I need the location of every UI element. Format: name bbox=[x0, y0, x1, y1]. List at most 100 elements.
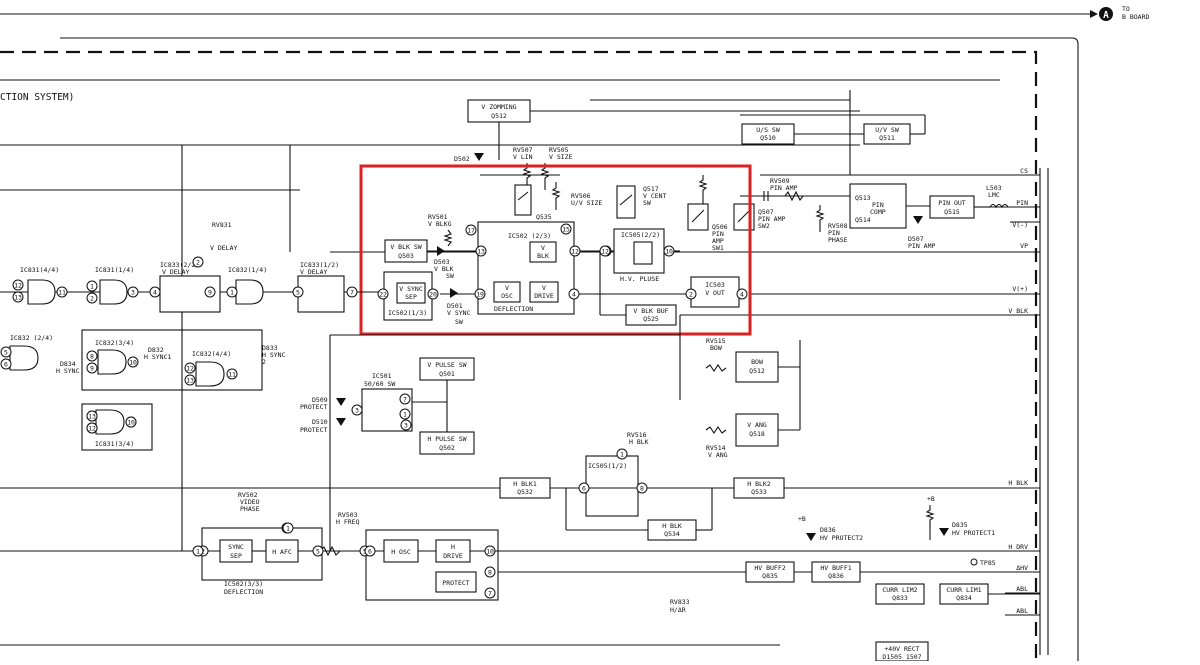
signal-label: ABL bbox=[1016, 585, 1028, 593]
component-label: D510 bbox=[312, 418, 328, 426]
pin-bubble bbox=[86, 350, 98, 362]
component-label: D502 bbox=[454, 155, 470, 163]
component-label: D836 bbox=[820, 526, 836, 534]
block-label: V DELAY bbox=[162, 268, 189, 276]
component-label: Q535 bbox=[536, 213, 552, 221]
ic831-34-gate: IC831(3/4) bbox=[81, 403, 153, 451]
hv-buff1-block: HV BUFF1 Q836 bbox=[811, 561, 861, 583]
h-osc-frame bbox=[365, 529, 499, 601]
component-label: PROTECT bbox=[300, 403, 327, 411]
resistor-icon bbox=[522, 163, 532, 190]
component-label: D834 bbox=[60, 360, 76, 368]
bow-block: BOW Q512 bbox=[735, 351, 779, 383]
block-label: H AFC bbox=[272, 548, 292, 556]
pin-bubble bbox=[86, 280, 98, 292]
block-label: IC831(1/4) bbox=[95, 266, 134, 274]
component-label: D509 bbox=[312, 396, 328, 404]
pin-number: 3 bbox=[355, 407, 359, 415]
block-label: IC503 bbox=[705, 281, 725, 289]
pin-number: 11 bbox=[228, 371, 236, 379]
pin-bubble bbox=[86, 292, 98, 304]
pin-number: 12 bbox=[14, 282, 22, 290]
pin-bubble bbox=[226, 368, 238, 380]
component-label: Q506 bbox=[712, 223, 728, 231]
pin-bubble bbox=[377, 288, 389, 300]
block-label: Q511 bbox=[879, 134, 895, 142]
h-drive-block: H DRIVE bbox=[435, 539, 471, 563]
pin-number: 7 bbox=[350, 289, 354, 297]
pin-number: 1 bbox=[620, 451, 624, 459]
block-label: PIN OUT bbox=[938, 199, 965, 207]
pin-number: 8 bbox=[640, 485, 644, 493]
resistor-icon bbox=[784, 190, 804, 202]
component-label: +B bbox=[798, 515, 806, 523]
uv-sw-block: U/V SW Q511 bbox=[863, 123, 911, 145]
pin-bubble bbox=[12, 279, 24, 291]
block-label: Q533 bbox=[751, 488, 767, 496]
pin-bubble bbox=[184, 362, 196, 374]
pin-number: 5 bbox=[4, 349, 8, 357]
signal-label: ΔHV bbox=[1016, 564, 1028, 572]
v-blk-sw-block: V BLK SW Q503 bbox=[384, 239, 428, 263]
pin-bubble bbox=[616, 448, 628, 460]
ic833-12-block: IC833(1/2) V DELAY bbox=[297, 261, 345, 313]
diode-icon bbox=[474, 153, 484, 161]
block-label: Q834 bbox=[956, 594, 972, 602]
component-label: D503 bbox=[434, 258, 450, 266]
block-label: H BLK2 bbox=[747, 480, 771, 488]
pin-number: 13 bbox=[88, 413, 96, 421]
zener-diode-icon bbox=[806, 533, 816, 541]
component-label: PIN AMP bbox=[908, 242, 935, 250]
ic505-block: IC505(2/2) H.V. PLUSE bbox=[613, 228, 665, 283]
block-label: IC831(3/4) bbox=[95, 440, 134, 448]
pin-number: 12 bbox=[571, 248, 579, 256]
pin-bubble bbox=[312, 545, 324, 557]
block-label: H OSC bbox=[391, 548, 411, 556]
component-label: BOW bbox=[710, 344, 722, 352]
block-label: Q512 bbox=[491, 112, 507, 120]
pin-bubble bbox=[56, 286, 68, 298]
resistor-icon bbox=[705, 364, 727, 372]
pin-number: 13 bbox=[14, 294, 22, 302]
pin-bubble bbox=[427, 288, 439, 300]
block-label: Q503 bbox=[398, 252, 414, 260]
pin-number: 19 bbox=[476, 291, 484, 299]
block-label: COMP bbox=[870, 208, 886, 216]
outer-bus bbox=[60, 37, 1079, 661]
pin-number: 6 bbox=[368, 548, 372, 556]
test-point-icon bbox=[970, 558, 978, 566]
pin-number: 22 bbox=[379, 291, 387, 299]
pin-bubble bbox=[184, 374, 196, 386]
pin-bubble bbox=[364, 545, 376, 557]
block-label: +40V RECT bbox=[884, 645, 919, 653]
component-label: RV507 bbox=[513, 146, 533, 154]
section-title: CTION SYSTEM) bbox=[0, 92, 74, 103]
component-label: D833 bbox=[262, 344, 278, 352]
signal-label: H DRV bbox=[1008, 543, 1028, 551]
arrow-icon bbox=[1090, 10, 1098, 18]
pin-number: 11 bbox=[58, 289, 66, 297]
pin-bubble bbox=[204, 286, 216, 298]
switch-icon bbox=[691, 209, 705, 223]
component-label: H SYNC bbox=[262, 351, 286, 359]
block-label: DRIVE bbox=[443, 552, 463, 560]
pin-layer: 1213111234291572220191713121591012424568… bbox=[0, 223, 748, 599]
pin-bubble bbox=[282, 522, 294, 534]
pin-bubble bbox=[568, 288, 580, 300]
signal-label: PIN bbox=[1016, 199, 1028, 207]
block-label: Q534 bbox=[664, 530, 680, 538]
pin-bubble bbox=[475, 245, 487, 257]
component-label: D507 bbox=[908, 235, 924, 243]
us-sw-block: U/S SW Q510 bbox=[741, 123, 795, 145]
resistor-icon bbox=[705, 426, 727, 434]
pin-bubble bbox=[484, 566, 496, 578]
component-label: V LIN bbox=[513, 153, 533, 161]
h-blk1-block: H BLK1 Q532 bbox=[499, 477, 551, 499]
block-label: DRIVE bbox=[534, 292, 554, 300]
block-label: HV BUFF1 bbox=[820, 564, 851, 572]
block-label: SEP bbox=[230, 552, 242, 560]
block-label: Q514 bbox=[855, 216, 871, 224]
ic832-24-gate: IC832 (2/4) bbox=[9, 334, 53, 371]
zener-diode-icon bbox=[939, 528, 949, 536]
